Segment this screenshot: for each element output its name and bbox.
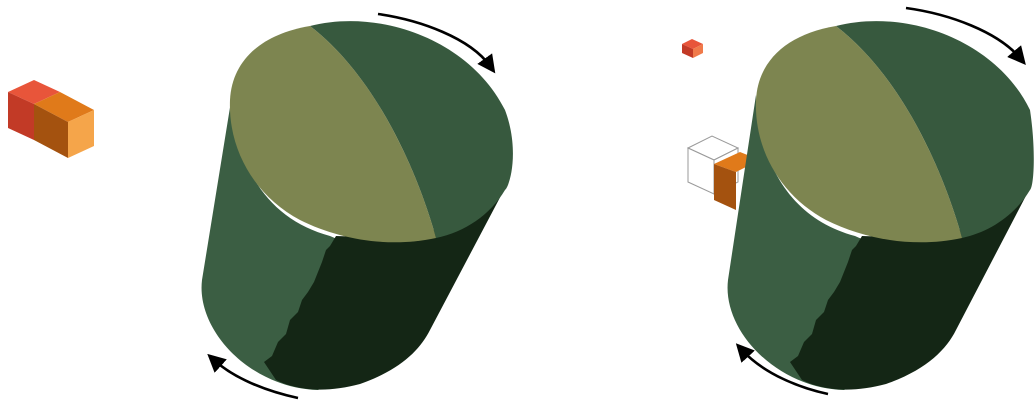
- small-red-cube: [682, 39, 703, 58]
- red-orange-block: [8, 80, 94, 158]
- rotating-drum: [202, 21, 513, 390]
- rotating-drum: [728, 21, 1034, 390]
- left-panel: [8, 14, 513, 398]
- right-panel: [682, 8, 1034, 394]
